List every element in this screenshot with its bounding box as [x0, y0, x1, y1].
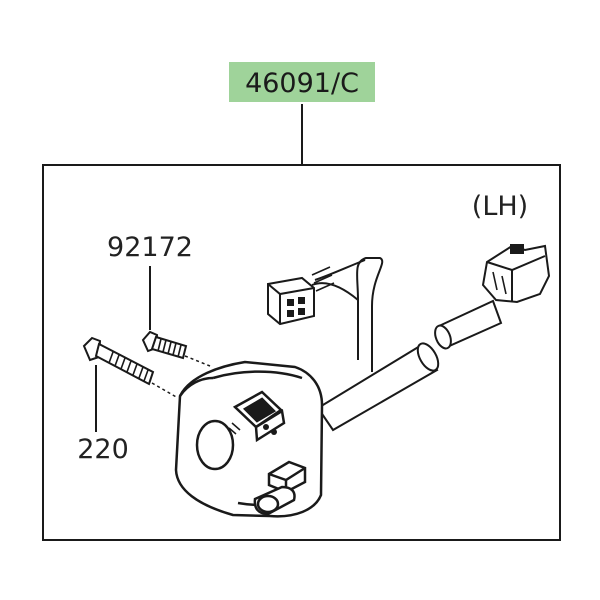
wire-harness-illustration — [311, 257, 440, 432]
switch-housing-illustration — [174, 360, 324, 518]
side-label: (LH) — [472, 191, 528, 222]
short-screw-illustration — [141, 330, 211, 367]
main-part-callout[interactable]: 46091/C — [229, 62, 375, 102]
right-connector-illustration — [434, 244, 551, 350]
long-bolt-illustration — [82, 336, 179, 399]
main-part-highlight — [229, 62, 375, 102]
left-connector-illustration — [267, 276, 315, 326]
bolt-part-number[interactable]: 220 — [77, 434, 129, 465]
screw-part-number[interactable]: 92172 — [107, 232, 193, 263]
assembly-frame — [42, 164, 561, 541]
main-part-number: 46091/C — [245, 68, 359, 99]
